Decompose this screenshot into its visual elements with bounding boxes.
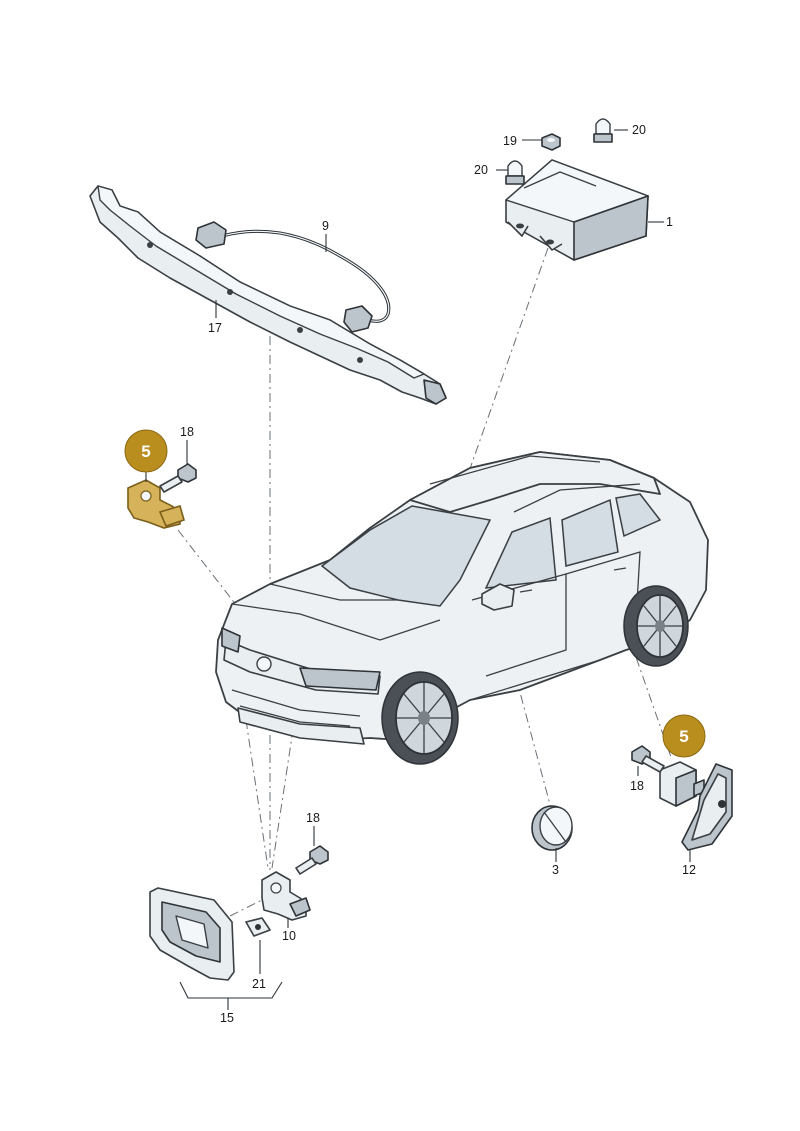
bolt-18-bottom (295, 845, 329, 875)
label-20-left: 20 (474, 163, 488, 177)
badge-5-side: 5 (662, 714, 706, 758)
label-18-bottom: 18 (306, 811, 320, 825)
side-crash-sensor (659, 761, 705, 807)
label-18-right: 18 (630, 779, 644, 793)
wiring-harness-9 (195, 221, 391, 333)
crash-sensor-10 (261, 871, 311, 921)
label-12: 12 (682, 863, 696, 877)
label-3: 3 (552, 863, 559, 877)
bracket-12 (681, 763, 733, 851)
nut-20-left (505, 160, 525, 185)
nut-19 (541, 133, 561, 151)
nut-20-top (593, 118, 613, 143)
label-9: 9 (322, 219, 329, 233)
line-side-sensor (629, 639, 673, 761)
label-20-top: 20 (632, 123, 646, 137)
label-18-top: 18 (180, 425, 194, 439)
front-wheel (381, 671, 459, 765)
label-1: 1 (666, 215, 673, 229)
badge-5-side-text: 5 (679, 727, 688, 746)
line-control-unit (419, 247, 549, 611)
badge-5-front-text: 5 (141, 442, 150, 461)
pressure-sensor-3 (531, 805, 573, 851)
label-21: 21 (252, 977, 266, 991)
part-labels: 1 19 20 20 9 17 18 3 18 12 18 10 21 15 (180, 123, 696, 1025)
label-17: 17 (208, 321, 222, 335)
rear-wheel (623, 585, 689, 667)
line-front-sensor (177, 529, 241, 611)
front-crash-sensor-highlighted (127, 479, 185, 529)
line-door-sensor (505, 639, 553, 813)
leader-lines (145, 129, 691, 1010)
label-10: 10 (282, 929, 296, 943)
line-bumper-left (245, 719, 269, 869)
crossmember-17 (89, 185, 447, 405)
bolt-18-top (159, 463, 197, 493)
line-bracket (229, 899, 263, 917)
clip-21 (245, 917, 271, 937)
label-15: 15 (220, 1011, 234, 1025)
bolt-18-right (631, 745, 665, 773)
airbag-control-unit (505, 159, 649, 261)
label-19: 19 (503, 134, 517, 148)
bumper-bracket-15 (149, 887, 235, 981)
badge-5-front: 5 (124, 429, 168, 473)
